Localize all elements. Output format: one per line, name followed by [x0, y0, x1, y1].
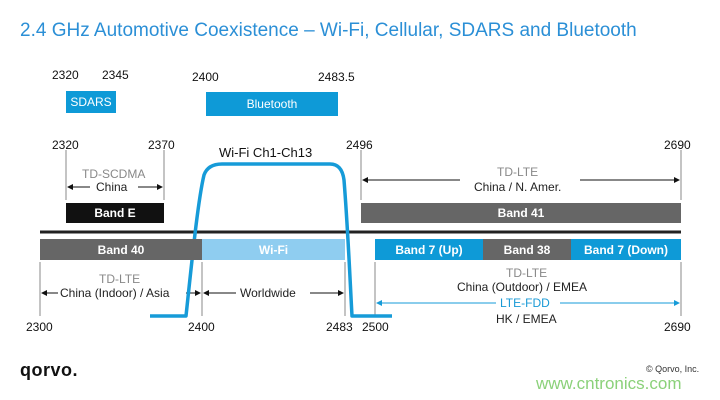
- band-e-tech: TD-SCDMA: [82, 167, 146, 181]
- bluetooth-low-freq: 2400: [192, 70, 219, 84]
- band-41: Band 41: [361, 203, 681, 223]
- band-38-region: China (Outdoor) / EMEA: [457, 280, 588, 294]
- page-title: 2.4 GHz Automotive Coexistence – Wi-Fi, …: [20, 20, 637, 41]
- freq-2400: 2400: [188, 320, 215, 334]
- band-e-region: China: [94, 180, 130, 194]
- band-41-high-freq: 2690: [664, 138, 691, 152]
- band-40: Band 40: [40, 239, 202, 260]
- band-41-region: China / N. Amer.: [472, 180, 564, 194]
- wifi-region: Worldwide: [238, 286, 298, 300]
- sdars-high-freq: 2345: [102, 68, 129, 82]
- lte-fdd-label: LTE-FDD: [498, 296, 552, 310]
- band-e-low-freq: 2320: [52, 138, 79, 152]
- band-41-low-freq: 2496: [346, 138, 373, 152]
- sdars-band: SDARS: [66, 91, 116, 113]
- watermark: www.cntronics.com: [536, 374, 682, 393]
- band-e-high-freq: 2370: [148, 138, 175, 152]
- band-40-region: China (Indoor) / Asia: [58, 286, 172, 300]
- copyright: © Qorvo, Inc.: [646, 364, 700, 374]
- lte-fdd-region: HK / EMEA: [496, 312, 557, 326]
- wifi-channels-label: Wi-Fi Ch1-Ch13: [219, 145, 313, 160]
- band-7-up: Band 7 (Up): [375, 239, 483, 260]
- freq-2483: 2483: [326, 320, 353, 334]
- band-38: Band 38: [483, 239, 571, 260]
- band-7-down: Band 7 (Down): [571, 239, 681, 260]
- band-e: Band E: [66, 203, 164, 223]
- wifi-band: Wi-Fi: [202, 239, 345, 260]
- band-41-tech: TD-LTE: [497, 165, 539, 179]
- band-38-tech: TD-LTE: [506, 266, 548, 280]
- qorvo-logo: qorvo.: [20, 360, 79, 380]
- band-40-tech: TD-LTE: [99, 272, 141, 286]
- bluetooth-high-freq: 2483.5: [318, 70, 355, 84]
- sdars-low-freq: 2320: [52, 68, 79, 82]
- freq-2500: 2500: [362, 320, 389, 334]
- bluetooth-band: Bluetooth: [206, 92, 338, 116]
- freq-2300: 2300: [26, 320, 53, 334]
- freq-2690: 2690: [664, 320, 691, 334]
